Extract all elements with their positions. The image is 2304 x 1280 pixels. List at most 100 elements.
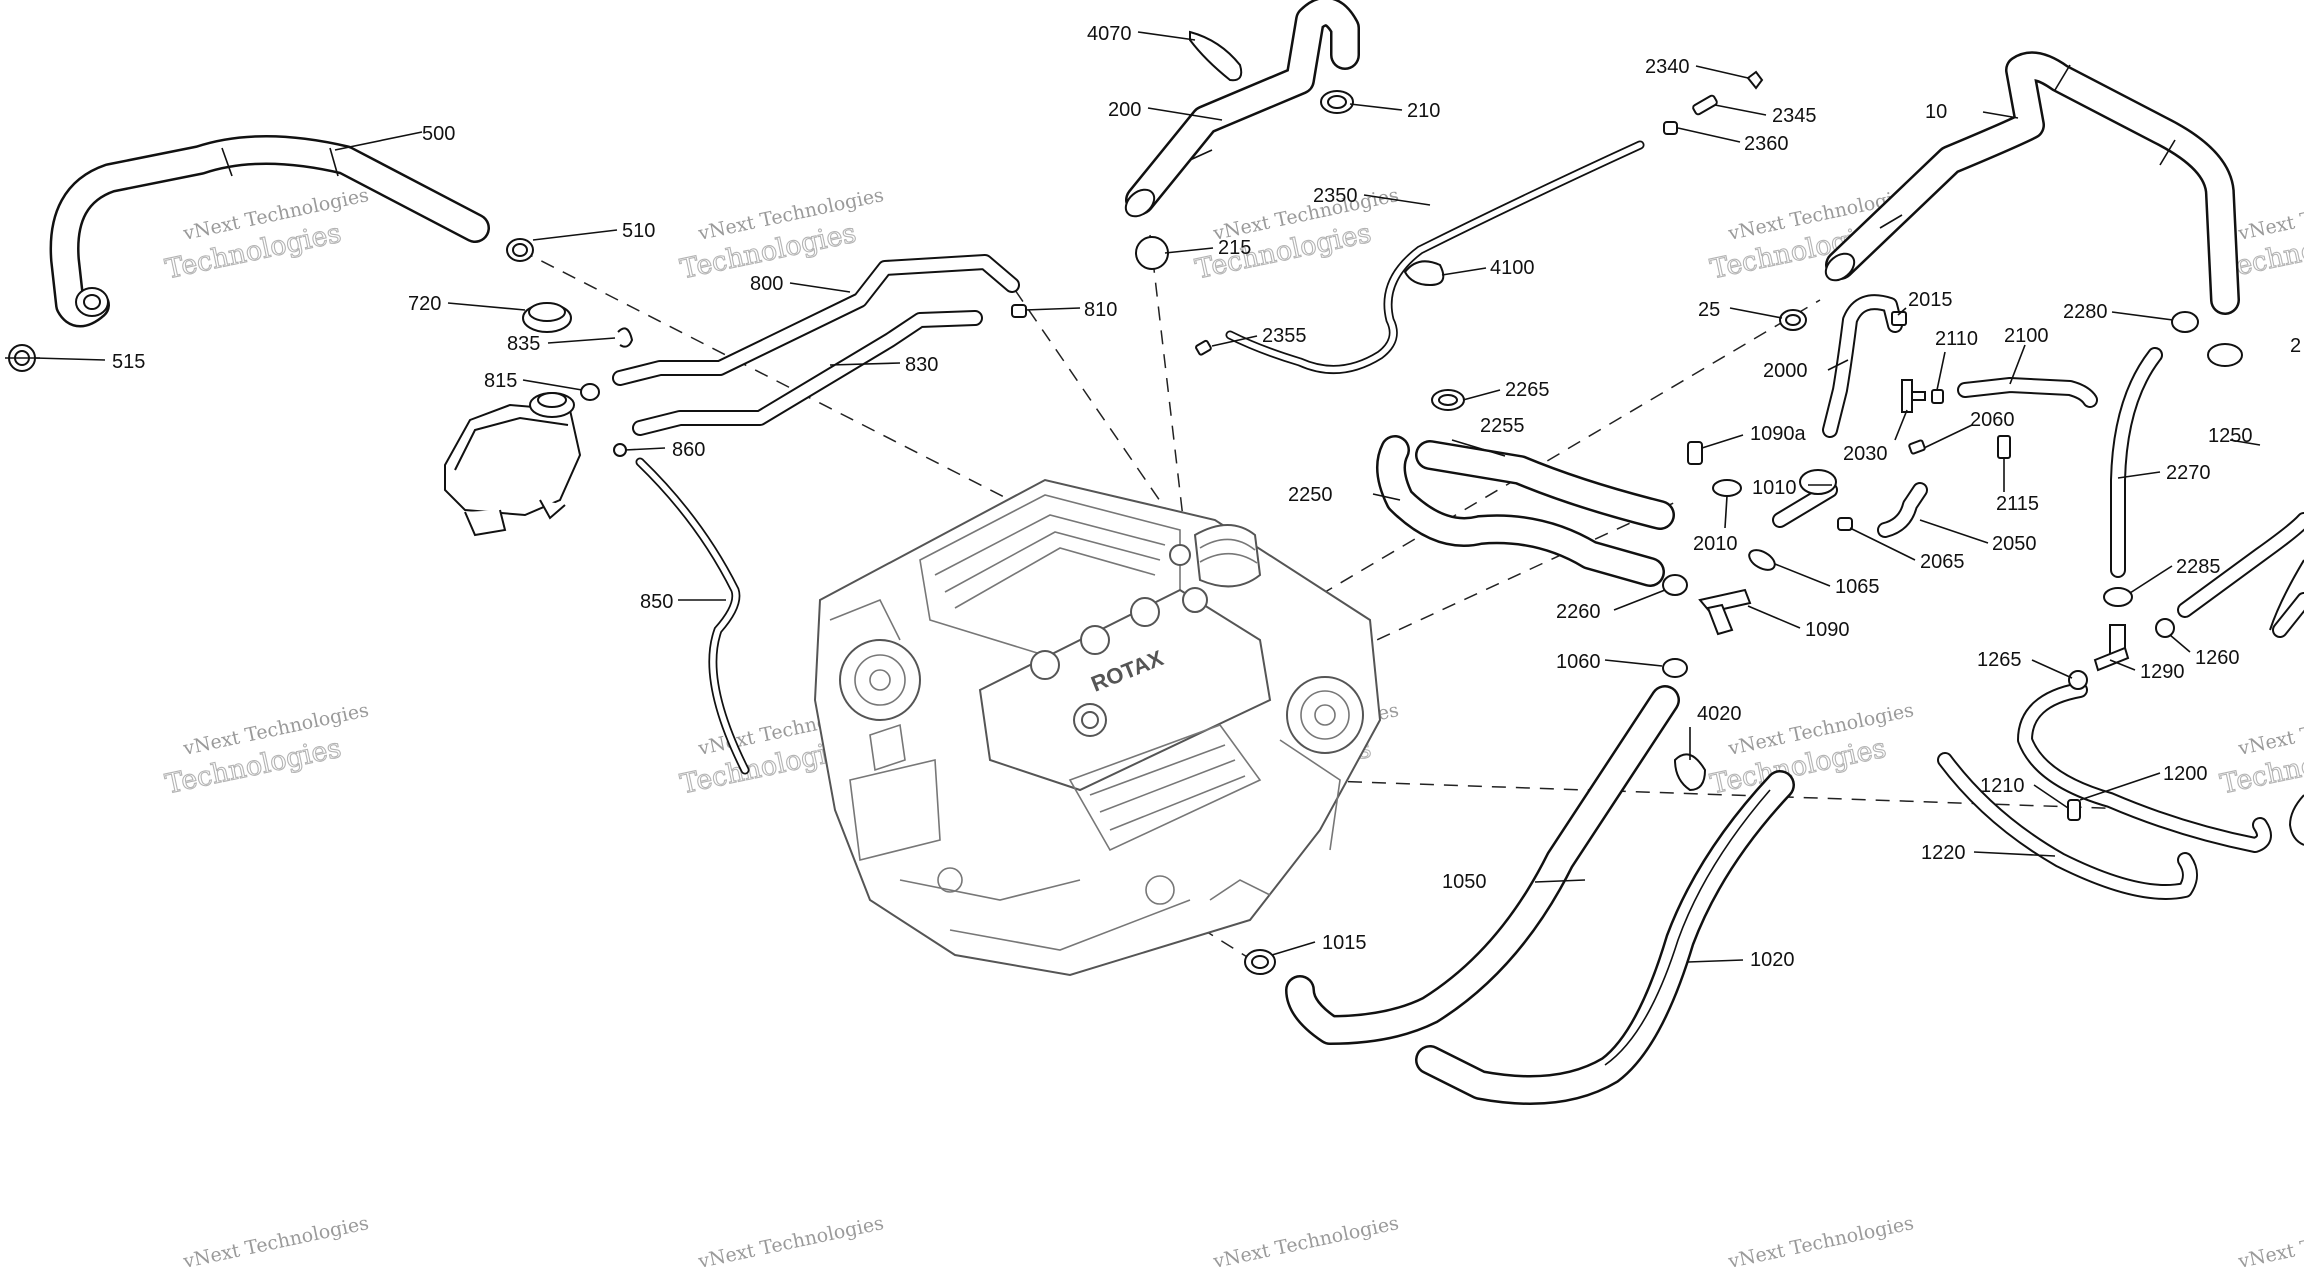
hose-1010: [1772, 482, 1838, 528]
callout-500: 500: [422, 123, 455, 145]
callout-2065: 2065: [1920, 551, 1965, 573]
callout-1200: 1200: [2163, 763, 2208, 785]
callout-1015: 1015: [1322, 932, 1367, 954]
hose-10: [1824, 51, 2240, 315]
hose-2100: [1957, 377, 2098, 408]
callout-835: 835: [507, 333, 540, 355]
hoses: [49, 0, 2304, 1105]
callout-1260: 1260: [2195, 647, 2240, 669]
watermark: vNext Technologies: [2235, 1212, 2304, 1273]
watermark-line1: vNext Technologies: [1725, 1212, 1915, 1273]
callout-2-edge: 2: [2290, 335, 2301, 357]
hose-1020: [1415, 770, 1795, 1105]
callout-815: 815: [484, 370, 517, 392]
callout-2000: 2000: [1763, 360, 1808, 382]
watermark: vNext Technologies Technologies: [2217, 699, 2304, 801]
callout-10: 10: [1925, 101, 1947, 123]
callout-2340: 2340: [1645, 56, 1690, 78]
callout-2030: 2030: [1843, 443, 1888, 465]
hose-1220: [1937, 752, 2198, 900]
callout-1265: 1265: [1977, 649, 2022, 671]
hose-2350: [1225, 140, 1645, 375]
callout-2110: 2110: [1935, 328, 1978, 350]
hose-1050: [1285, 685, 1680, 1045]
coolant-reservoir: [444, 392, 582, 537]
watermark: vNext Technologies Technologies: [677, 184, 886, 286]
hose-2270: [2110, 347, 2163, 578]
hose-2050: [1877, 482, 1928, 538]
watermark-line1: vNext Technologies: [695, 1212, 885, 1273]
watermark: vNext Technologies: [1725, 1212, 1915, 1273]
callout-515: 515: [112, 351, 145, 373]
assembly-dashed-lines: [519, 234, 2161, 966]
callout-2280: 2280: [2063, 301, 2108, 323]
watermark-line1: vNext Technologies: [2235, 184, 2304, 245]
callout-2250: 2250: [1288, 484, 1333, 506]
callout-1210: 1210: [1980, 775, 2025, 797]
callout-215: 215: [1218, 237, 1251, 259]
callout-2255: 2255: [1480, 415, 1525, 437]
callout-2350: 2350: [1313, 185, 1358, 207]
engine-assembly: ROTAX: [813, 478, 1382, 977]
callout-4100: 4100: [1490, 257, 1535, 279]
hose-1200: [2017, 682, 2272, 853]
callout-2355: 2355: [1262, 325, 1307, 347]
small-parts: [5, 30, 2304, 975]
callout-200: 200: [1108, 99, 1141, 121]
callout-2010: 2010: [1693, 533, 1738, 555]
callout-2270: 2270: [2166, 462, 2211, 484]
callout-1060: 1060: [1556, 651, 1601, 673]
hose-1250: [2177, 512, 2304, 638]
watermark: vNext Technologies Technologies: [1192, 184, 1401, 286]
hose-2255: [1415, 440, 1675, 530]
hose-800: [612, 254, 1020, 386]
callout-800: 800: [750, 273, 783, 295]
callout-4020: 4020: [1697, 703, 1742, 725]
callout-1090a: 1090a: [1750, 423, 1806, 445]
callout-2050: 2050: [1992, 533, 2037, 555]
callout-1065: 1065: [1835, 576, 1880, 598]
callout-2060: 2060: [1970, 409, 2015, 431]
callout-1010: 1010: [1752, 477, 1797, 499]
callout-2260: 2260: [1556, 601, 1601, 623]
callout-830: 830: [905, 354, 938, 376]
callout-1220: 1220: [1921, 842, 1966, 864]
callout-860: 860: [672, 439, 705, 461]
callout-1290: 1290: [2140, 661, 2185, 683]
hose-830: [632, 310, 983, 436]
callout-720: 720: [408, 293, 441, 315]
callout-2115: 2115: [1996, 493, 2039, 515]
callout-2345: 2345: [1772, 105, 1817, 127]
callout-25: 25: [1698, 299, 1720, 321]
callout-2100: 2100: [2004, 325, 2049, 347]
callout-1250: 1250: [2208, 425, 2253, 447]
hose-850: [635, 457, 750, 775]
callout-2265: 2265: [1505, 379, 1550, 401]
hose-2250: [1376, 435, 1665, 587]
watermark-line1: vNext Technologies: [180, 1212, 370, 1273]
hose-500: [49, 135, 490, 328]
watermark: vNext Technologies Technologies: [162, 184, 371, 286]
callout-210: 210: [1407, 100, 1440, 122]
callout-1090: 1090: [1805, 619, 1850, 641]
callout-2360: 2360: [1744, 133, 1789, 155]
watermark-line1: vNext Technologies: [1210, 1212, 1400, 1273]
watermark-line1: vNext Technologies: [2235, 699, 2304, 760]
callout-labels: 500 510 515 720 835 815 860 850 800 830 …: [112, 23, 2301, 971]
callout-1050: 1050: [1442, 871, 1487, 893]
callout-850: 850: [640, 591, 673, 613]
watermark-line1: vNext Technologies: [2235, 1212, 2304, 1273]
watermark: vNext Technologies: [180, 1212, 370, 1273]
callout-1020: 1020: [1750, 949, 1795, 971]
hose-200: [1124, 0, 1360, 218]
callout-4070: 4070: [1087, 23, 1132, 45]
watermark: vNext Technologies: [695, 1212, 885, 1273]
leader-lines: [34, 31, 2261, 963]
watermark: vNext Technologies: [1210, 1212, 1400, 1273]
hose-2000: [1822, 294, 1903, 438]
callout-2015: 2015: [1908, 289, 1953, 311]
watermark: vNext Technologies Technologies: [162, 699, 371, 801]
callout-810: 810: [1084, 299, 1117, 321]
callout-510: 510: [622, 220, 655, 242]
